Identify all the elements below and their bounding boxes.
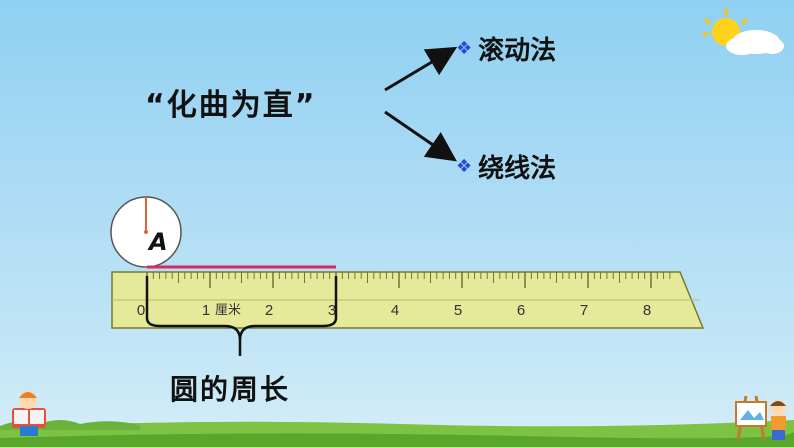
arrow-to-winding <box>384 110 457 162</box>
ruler-number: 4 <box>391 302 399 319</box>
method-winding-label: 绕线法 <box>478 154 557 184</box>
diamond-bullet-icon: ❖ <box>456 38 473 59</box>
reading-child-icon <box>12 391 46 436</box>
ruler-number: 1 <box>202 302 210 319</box>
point-a-label: A <box>149 228 168 256</box>
method-winding: ❖ 绕线法 <box>456 148 556 185</box>
method-rolling: ❖ 滚动法 <box>456 30 556 67</box>
ruler-number: 6 <box>517 302 525 319</box>
ruler-number: 7 <box>580 302 588 319</box>
slide-title: “化曲为直” <box>145 88 317 123</box>
ruler-number: 3 <box>328 302 336 319</box>
cloud-icon <box>726 30 784 55</box>
diamond-bullet-icon: ❖ <box>456 156 473 177</box>
grass-ground-dark <box>0 432 794 447</box>
ruler-number: 5 <box>454 302 462 319</box>
ruler-numbers: 0 1 2 3 4 5 6 7 8 <box>137 302 651 319</box>
easel-icon <box>735 395 767 441</box>
ruler-number: 8 <box>643 302 651 319</box>
circle-figure <box>110 196 182 268</box>
ruler-number: 0 <box>137 302 145 319</box>
ruler-unit-label: 厘米 <box>215 303 241 318</box>
painting-child-icon <box>770 400 786 440</box>
ruler-number: 2 <box>265 302 273 319</box>
method-rolling-label: 滚动法 <box>478 36 557 66</box>
perimeter-label: 圆的周长 <box>170 373 291 406</box>
ruler: 0 1 2 3 4 5 6 7 8 厘米 <box>111 271 705 329</box>
perimeter-brace <box>145 276 338 356</box>
arrow-to-rolling <box>384 46 458 92</box>
